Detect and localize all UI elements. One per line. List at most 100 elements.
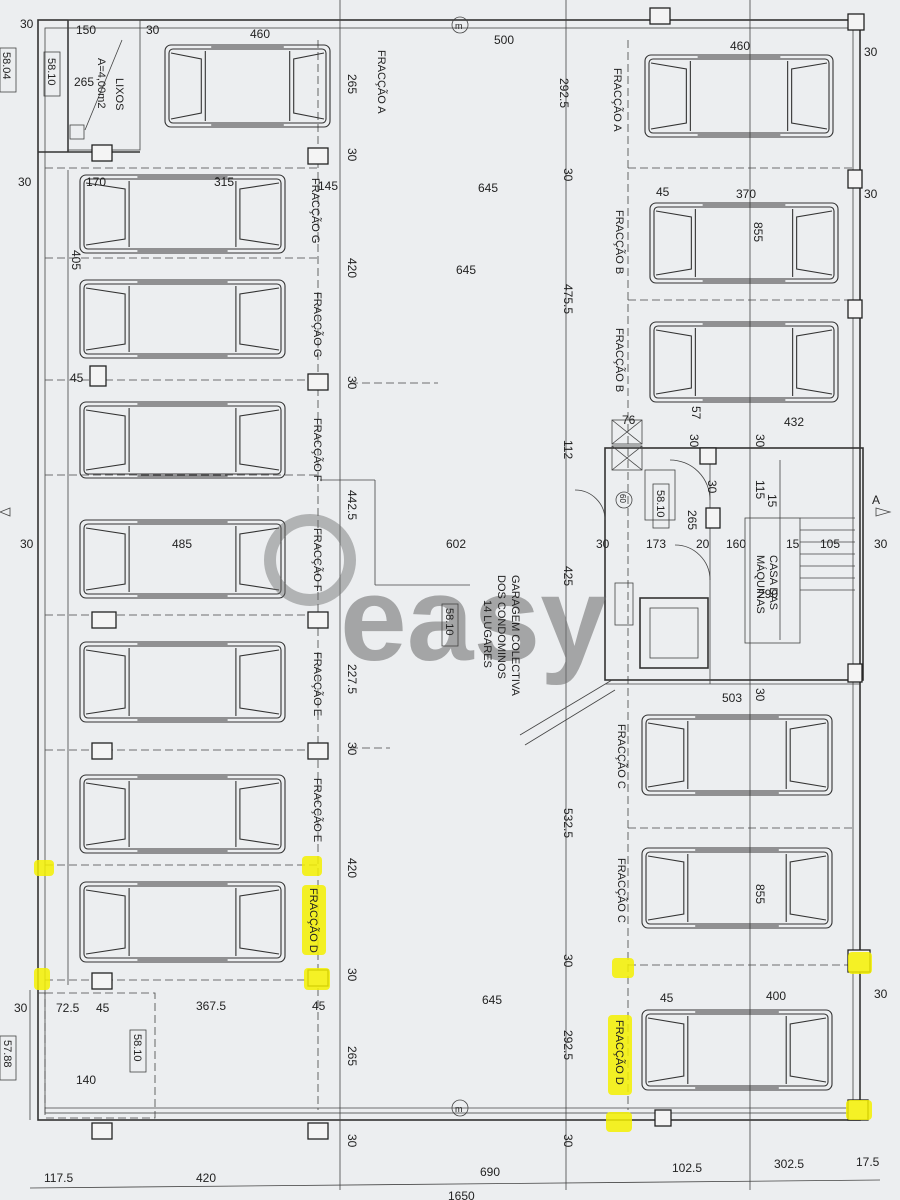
dim-30-c6: 30 <box>561 954 575 968</box>
dim-30-r2: 30 <box>874 537 888 551</box>
dim-45-r1: 45 <box>656 185 670 199</box>
cars-right-row <box>641 54 839 1091</box>
elevation-bottom-left: 57.88 <box>1 1040 13 1068</box>
dim-315: 315 <box>214 175 234 189</box>
fraccao-g-1: FRACÇÃO G <box>309 178 322 243</box>
garage-label-3: 14 LUGARES <box>481 600 493 668</box>
dim-30-core1: 30 <box>687 434 701 448</box>
dim-500: 500 <box>494 33 514 47</box>
dim-290: 290 <box>758 587 778 601</box>
elevation-lixos: 58.10 <box>45 58 57 86</box>
fraccao-b-1: FRACÇÃO B <box>613 210 626 274</box>
dim-30-c1: 30 <box>345 148 359 162</box>
dim-265-top: 265 <box>345 74 359 94</box>
dim-292-5-bot: 292.5 <box>561 1030 575 1060</box>
fraccao-d-left: FRACÇÃO D <box>307 888 320 953</box>
room-labels: LIXOS A=4,00m2 GARAGEM COLECTIVA DOS CON… <box>0 16 892 1117</box>
circle-marker-top: m <box>455 21 463 31</box>
dim-57: 57 <box>689 406 703 420</box>
section-marker: A <box>872 493 880 507</box>
fraccao-labels: FRACÇÃO A FRACÇÃO A FRACÇÃO G FRACÇÃO G … <box>307 50 628 1085</box>
dim-150: 150 <box>76 23 96 37</box>
elevation-core: 58.10 <box>654 490 666 518</box>
dim-30-c5: 30 <box>345 968 359 982</box>
dim-112: 112 <box>561 440 575 459</box>
highlights <box>34 856 872 1132</box>
dim-145: 145 <box>318 179 338 193</box>
dim-400: 400 <box>766 989 786 1003</box>
dim-475-5: 475.5 <box>561 284 575 314</box>
casa-label-1: CASA DAS <box>767 555 779 610</box>
walls <box>29 0 864 1190</box>
dim-173: 173 <box>646 537 666 551</box>
dim-367-5: 367.5 <box>196 999 226 1013</box>
dim-420-2: 420 <box>345 858 359 878</box>
elevation-bottom-room: 58.10 <box>131 1034 143 1062</box>
elevation-top-left: 58.04 <box>0 52 12 80</box>
dim-30-bc2: 30 <box>561 1134 575 1148</box>
dim-102-5: 102.5 <box>672 1161 702 1175</box>
dim-485: 485 <box>172 537 192 551</box>
lixos-label: LIXOS <box>113 78 125 110</box>
dim-855-1: 855 <box>751 222 765 242</box>
core-marker: 60 <box>618 494 627 503</box>
dim-140: 140 <box>76 1073 96 1087</box>
watermark: easy <box>264 514 607 686</box>
dim-30-core4: 30 <box>753 688 767 702</box>
dim-45-l: 45 <box>70 371 84 385</box>
dim-30-core2: 30 <box>753 434 767 448</box>
dim-76: 76 <box>622 413 636 427</box>
dim-30-core3: 30 <box>705 480 719 494</box>
dim-30-bc1: 30 <box>345 1134 359 1148</box>
dim-30-m: 30 <box>596 537 610 551</box>
car-right-3 <box>649 321 839 403</box>
fraccao-c-2: FRACÇÃO C <box>615 858 628 923</box>
dim-855-2: 855 <box>753 884 767 904</box>
dim-265-lixos: 265 <box>74 75 94 89</box>
dim-690: 690 <box>480 1165 500 1179</box>
fraccao-e-2: FRACÇÃO E <box>311 778 324 842</box>
dim-30-c4: 30 <box>345 742 359 756</box>
car-left-7 <box>79 774 286 854</box>
car-right-4 <box>641 714 833 796</box>
car-left-5 <box>79 519 286 599</box>
dim-460-tr: 460 <box>730 39 750 53</box>
dim-30-c3: 30 <box>345 376 359 390</box>
dim-432: 432 <box>784 415 804 429</box>
dim-425: 425 <box>561 566 575 586</box>
dim-442-5: 442.5 <box>345 490 359 520</box>
fraccao-d-right: FRACÇÃO D <box>613 1020 626 1085</box>
dim-265-bot: 265 <box>345 1046 359 1066</box>
dim-72-5: 72.5 <box>56 1001 80 1015</box>
casa-label-2: MÁQUINAS <box>754 555 767 614</box>
dim-30-l2: 30 <box>20 537 34 551</box>
car-left-2 <box>79 174 286 254</box>
car-left-6 <box>79 641 286 723</box>
car-right-5 <box>641 847 833 929</box>
dim-20: 20 <box>696 537 710 551</box>
dim-45-b3: 45 <box>660 991 674 1005</box>
dim-115: 115 <box>753 480 767 499</box>
dim-30-tl: 30 <box>20 17 34 31</box>
dim-420-1: 420 <box>345 258 359 278</box>
dim-30-t2: 30 <box>146 23 160 37</box>
dim-645-1: 645 <box>478 181 498 195</box>
dim-160: 160 <box>726 537 746 551</box>
dim-30-r3: 30 <box>874 987 888 1001</box>
dim-645-3: 645 <box>482 993 502 1007</box>
fraccao-e-1: FRACÇÃO E <box>311 652 324 716</box>
cars-left-row <box>79 44 331 963</box>
dim-30-bl: 30 <box>14 1001 28 1015</box>
car-right-1 <box>644 54 834 138</box>
car-left-1 <box>164 44 331 128</box>
dim-460-tl: 460 <box>250 27 270 41</box>
dim-265-core: 265 <box>685 510 699 530</box>
car-right-2 <box>649 202 839 284</box>
dim-30-tr: 30 <box>864 45 878 59</box>
dim-45-b2: 45 <box>312 999 326 1013</box>
dim-420-bot: 420 <box>196 1171 216 1185</box>
car-left-3 <box>79 279 286 359</box>
dim-1650: 1650 <box>448 1189 475 1200</box>
dim-503: 503 <box>722 691 742 705</box>
